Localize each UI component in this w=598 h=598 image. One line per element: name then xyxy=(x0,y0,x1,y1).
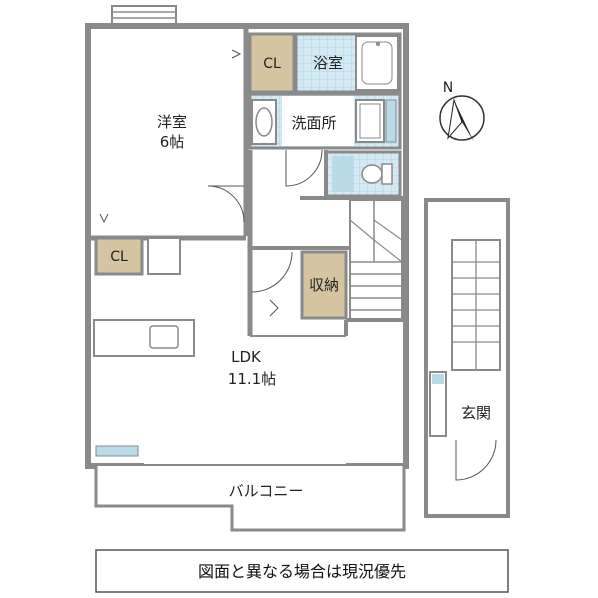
closet-top: CL xyxy=(248,32,296,94)
entrance-label: 玄関 xyxy=(461,404,491,422)
ldk-size: 11.1帖 xyxy=(228,370,276,388)
washroom: 洗面所 xyxy=(248,92,402,150)
bathroom: 浴室 xyxy=(294,32,402,94)
closet-top-label: CL xyxy=(263,56,281,72)
north-arrow-icon xyxy=(454,100,474,142)
compass: N xyxy=(439,80,485,142)
kitchen-counter xyxy=(93,319,195,357)
closet-bottom-label: CL xyxy=(110,249,128,265)
disclaimer-box: 図面と異なる場合は現況優先 xyxy=(95,549,509,593)
entrance-block: 玄関 xyxy=(424,198,510,518)
hall-walls xyxy=(247,149,404,336)
balcony-label: バルコニー xyxy=(229,482,304,500)
balcony: バルコニー xyxy=(94,460,406,532)
bathroom-label: 浴室 xyxy=(313,54,343,72)
storage: 収納 xyxy=(300,250,348,320)
western-room-name: 洋室 xyxy=(157,113,187,131)
western-room: 洋室 6帖 xyxy=(90,28,249,241)
toilet xyxy=(324,150,402,198)
storage-label: 収納 xyxy=(309,276,339,294)
compass-north-letter: N xyxy=(443,80,453,96)
closet-bottom: CL xyxy=(94,236,181,276)
washroom-label: 洗面所 xyxy=(291,114,336,132)
ldk: LDK 11.1帖 xyxy=(93,318,404,457)
interior-stairs xyxy=(349,199,403,321)
western-room-size: 6帖 xyxy=(160,133,185,151)
ldk-name: LDK xyxy=(231,348,262,366)
disclaimer-text: 図面と異なる場合は現況優先 xyxy=(198,562,406,581)
door-swing xyxy=(207,185,245,223)
toilet-bowl xyxy=(361,164,383,184)
